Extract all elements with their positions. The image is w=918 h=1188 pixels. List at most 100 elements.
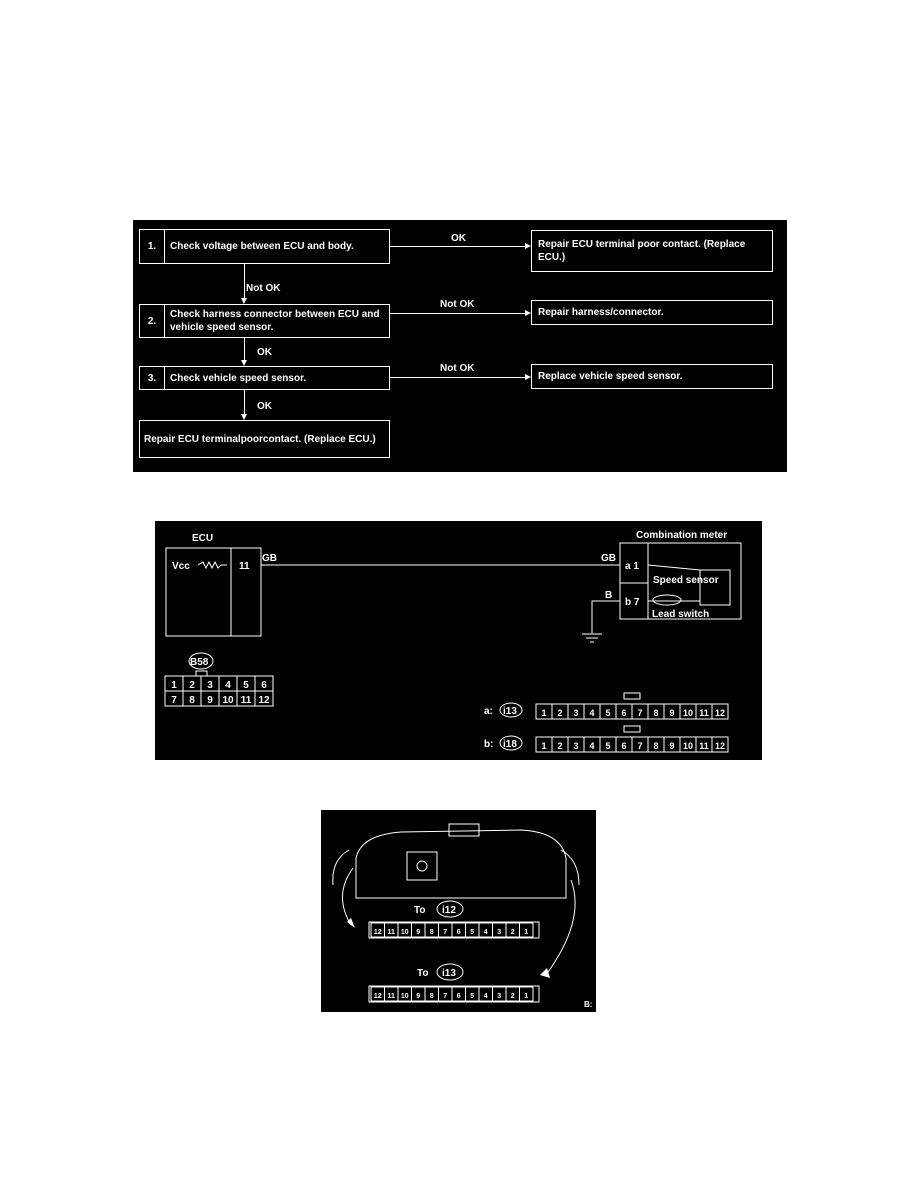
speed-sensor-box	[699, 569, 731, 606]
to-label-1: To	[414, 905, 425, 916]
pin-number: 9	[416, 929, 420, 936]
result-3-label: Not OK	[440, 363, 475, 374]
pin-number: 2	[557, 708, 562, 718]
pin-number: 12	[374, 929, 382, 936]
arrowhead	[525, 374, 531, 380]
pin-number: 11	[388, 993, 396, 1000]
pin-number: 6	[457, 929, 461, 936]
pin-cell	[254, 690, 274, 707]
gb-left-label: GB	[262, 553, 277, 564]
to-label-2: To	[417, 968, 428, 979]
pin-number: 4	[484, 929, 488, 936]
pin-number: 9	[669, 708, 674, 718]
pin-number: 1	[524, 993, 528, 1000]
step-2-box: 2. Check harness connector between ECU a…	[139, 304, 390, 338]
pin-number: 10	[222, 695, 234, 706]
step-1-number: 1.	[140, 230, 165, 263]
pin-number: 5	[243, 680, 249, 691]
terminal-11: 11	[239, 561, 250, 572]
arrow-step3-result	[390, 377, 527, 378]
down-label-2: OK	[257, 347, 272, 358]
pin-number: 7	[637, 741, 642, 751]
pin-number: 4	[589, 741, 594, 751]
pin-number: 9	[207, 695, 213, 706]
pin-number: 4	[589, 708, 594, 718]
pin-number: 3	[573, 741, 578, 751]
conn-row-1	[368, 921, 540, 939]
pin-number: 11	[388, 929, 396, 936]
meter-conn-2: i13	[442, 968, 456, 979]
b-wire	[591, 600, 620, 633]
pin-number: 2	[557, 741, 562, 751]
speed-sensor-label: Speed sensor	[653, 575, 719, 586]
step-2-text: Check harness connector between ECU and …	[170, 309, 380, 333]
b-wire-label: B	[605, 590, 612, 601]
pin-number: 10	[401, 993, 409, 1000]
pin-number: 5	[605, 741, 610, 751]
step-1-text: Check voltage between ECU and body.	[170, 241, 354, 252]
pin-number: 8	[189, 695, 195, 706]
pin-number: 3	[497, 929, 501, 936]
arrowhead	[241, 298, 247, 304]
arrow-step1-step2	[244, 264, 245, 300]
result-2-label: Not OK	[440, 299, 475, 310]
meter-housing	[355, 829, 567, 899]
i13-oval	[499, 702, 523, 718]
pin-number: 7	[443, 929, 447, 936]
step-3-number: 3.	[140, 367, 165, 389]
pin-number: 8	[653, 741, 658, 751]
final-action-text: Repair ECU terminalpoorcontact. (Replace…	[144, 433, 376, 445]
pin-number: 8	[430, 929, 434, 936]
left-arrow	[342, 867, 354, 926]
step-3-box: 3. Check vehicle speed sensor.	[139, 366, 390, 390]
pin-number: 12	[715, 741, 725, 751]
arrow-step2-step3	[244, 338, 245, 362]
right-arrow	[545, 879, 576, 976]
arrow-step2-result	[390, 313, 527, 314]
b58-label: B58	[190, 657, 209, 668]
pin-number: 5	[605, 708, 610, 718]
conn-b-id: i18	[503, 739, 517, 750]
pin-number: 11	[699, 708, 709, 718]
arrow-step1-result	[390, 246, 527, 247]
conn-a-id: i13	[503, 706, 517, 717]
gb-right-label: GB	[601, 553, 616, 564]
pin-number: 1	[541, 708, 546, 718]
step-2-number: 2.	[140, 305, 165, 337]
pin-number: 12	[374, 993, 382, 1000]
pin-number: 7	[443, 993, 447, 1000]
meter-title: Combination meter	[636, 530, 727, 541]
pin-a1: a 1	[625, 561, 639, 572]
pin-number: 3	[573, 708, 578, 718]
b58-oval	[188, 652, 214, 670]
pin-number: 1	[171, 680, 177, 691]
pin-number: 12	[715, 708, 725, 718]
lead-switch-symbol	[652, 594, 682, 606]
arrowhead	[241, 414, 247, 420]
pin-number: 4	[484, 993, 488, 1000]
pin-number: 11	[241, 695, 252, 706]
pin-number: 2	[511, 929, 515, 936]
arrowhead	[525, 243, 531, 249]
pin-number: 6	[457, 993, 461, 1000]
arrowhead	[241, 360, 247, 366]
pin-number: 5	[470, 993, 474, 1000]
conn-b-prefix: b:	[484, 739, 493, 750]
result-3-text: Replace vehicle speed sensor.	[538, 371, 683, 382]
corner-code: B:	[584, 1000, 592, 1009]
arrowhead	[525, 310, 531, 316]
pin-number: 9	[416, 993, 420, 1000]
pin-number: 1	[541, 741, 546, 751]
pin-number: 9	[669, 741, 674, 751]
pin-cell	[711, 736, 729, 753]
result-2-text: Repair harness/connector.	[538, 307, 664, 318]
i18-oval	[499, 735, 523, 751]
pin-number: 6	[621, 708, 626, 718]
pin-cell	[711, 703, 729, 720]
pin-number: 7	[171, 695, 177, 706]
